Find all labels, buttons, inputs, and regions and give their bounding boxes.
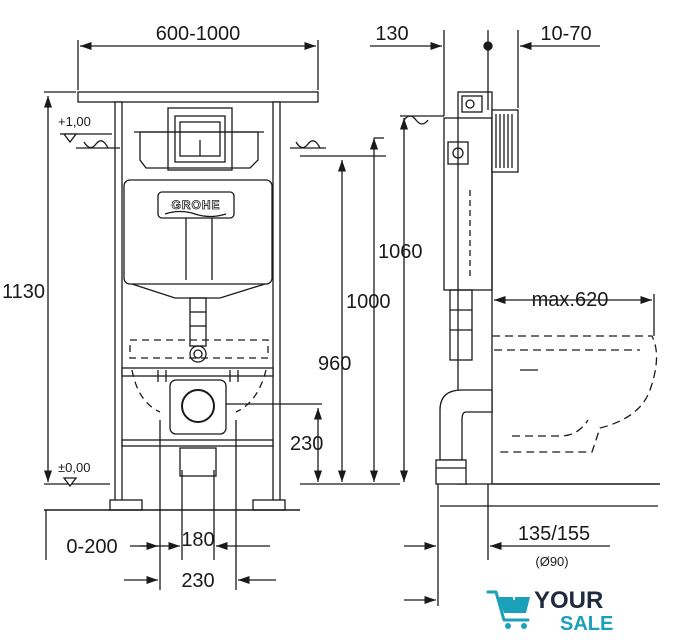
bowl-outline-side: [492, 335, 658, 453]
brand-plate: [157, 191, 235, 219]
side-valve: [447, 141, 469, 165]
side-frame: [457, 91, 493, 485]
label-230-horiz: 230: [181, 570, 214, 592]
level-marker-zero: [62, 477, 78, 488]
label-960: 960: [318, 353, 351, 375]
drain-outlet: [181, 389, 215, 423]
right-foot: [252, 499, 286, 511]
side-view: [435, 91, 660, 507]
watermark-line1: YOUR: [534, 587, 603, 614]
watermark-logo: YOUR SALE: [486, 586, 613, 635]
bowl-outline-front: [129, 339, 269, 359]
label-1000: 1000: [346, 291, 391, 313]
right-post: [272, 101, 281, 503]
front-view: [44, 91, 400, 511]
level-marker-top: [60, 133, 112, 144]
label-1060: 1060: [378, 241, 423, 263]
label-135-155: 135/155: [518, 523, 590, 545]
flush-plate-opening: [167, 107, 233, 171]
fixing-bolts: [157, 370, 239, 382]
cart-icon: [486, 590, 530, 622]
label-230-vert: 230: [290, 433, 323, 455]
label-180: 180: [181, 529, 214, 551]
cistern-tank: [123, 179, 273, 285]
label-130: 130: [375, 23, 408, 45]
watermark-line2: SALE: [560, 613, 613, 635]
left-foot: [109, 499, 143, 511]
label-level-plus: +1,00: [58, 114, 91, 129]
label-10-70: 10-70: [540, 23, 591, 45]
label-level-zero: ±0,00: [58, 460, 90, 475]
label-brand: GROHE: [171, 198, 220, 212]
label-0-200: 0-200: [66, 536, 117, 558]
label-pipe-dia: (Ø90): [535, 554, 568, 569]
top-rail: [77, 91, 319, 103]
label-max620: max.620: [532, 289, 609, 311]
label-width-range: 600-1000: [156, 23, 241, 45]
left-post: [114, 101, 123, 503]
label-1130: 1130: [2, 281, 45, 303]
